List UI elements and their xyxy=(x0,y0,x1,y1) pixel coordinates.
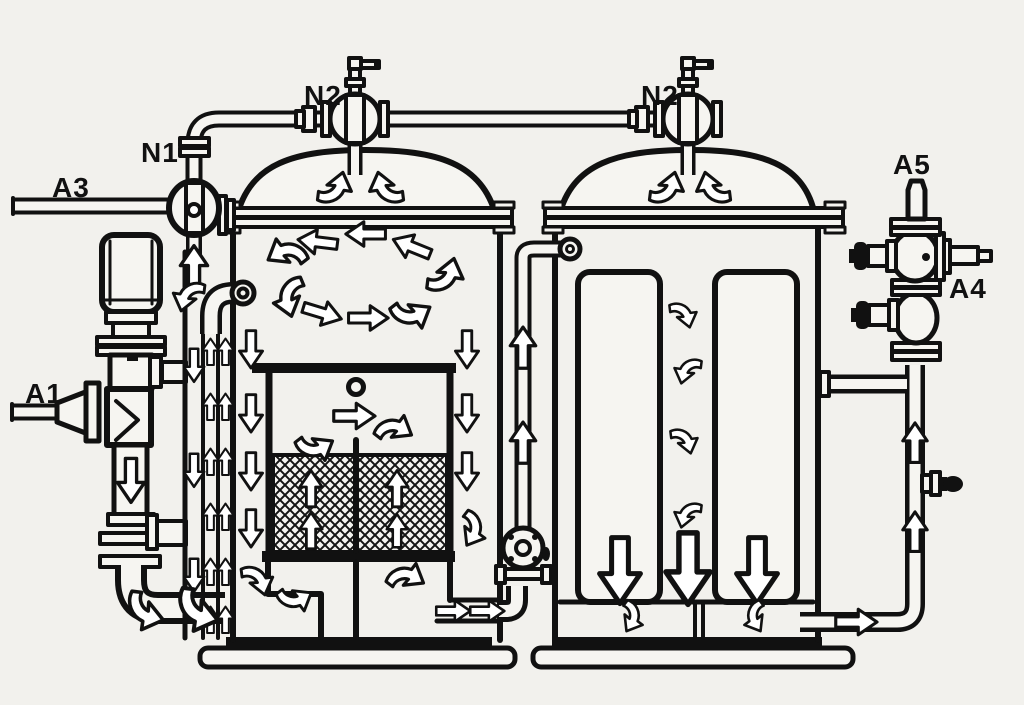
a4-a5-manifold xyxy=(849,178,993,362)
right-riser xyxy=(800,365,963,632)
pump-assembly xyxy=(10,232,225,624)
left-tank xyxy=(197,147,518,670)
label-n1: N1 xyxy=(141,137,179,168)
filter-media-crosshatch xyxy=(271,453,449,554)
label-a3: A3 xyxy=(52,172,90,203)
label-n2-right: N2 xyxy=(641,80,679,111)
transfer-valve xyxy=(497,525,550,571)
label-a5: A5 xyxy=(893,149,931,180)
label-n2-left: N2 xyxy=(304,80,342,111)
top-manifold-pipe xyxy=(178,110,688,180)
filter-basket xyxy=(252,363,500,640)
pipe-rack xyxy=(182,249,257,641)
drain-nozzle xyxy=(920,470,963,497)
transfer-line xyxy=(494,236,583,622)
label-a1: A1 xyxy=(25,378,63,409)
a3-inlet-pipe xyxy=(11,196,178,216)
label-a4: A4 xyxy=(949,273,987,304)
flange-bolts-right-tank xyxy=(541,200,847,235)
valve-n1 xyxy=(166,178,236,262)
